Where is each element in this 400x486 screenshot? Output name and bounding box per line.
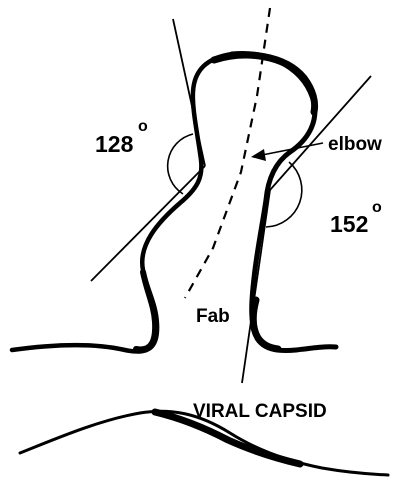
axis-line-constant-left [91, 166, 205, 281]
fab-label: Fab [196, 306, 230, 327]
angle-degree-left: o [138, 118, 148, 135]
axis-line-constant-right [242, 190, 270, 383]
angle-label-right: 152 [330, 211, 368, 237]
fab-outline-right [232, 53, 336, 350]
angle-arc-left [168, 134, 193, 194]
fab-outline-left-thick [136, 272, 155, 349]
viral-capsid-label: VIRAL CAPSID [193, 401, 327, 422]
fab-outline-right-thick [253, 300, 278, 349]
fab-outline-top-thick [214, 55, 315, 112]
angle-degree-right: o [372, 199, 382, 216]
elbow-label: elbow [328, 134, 382, 155]
axis-line-variable-left [173, 19, 205, 166]
angle-label-left: 128 [95, 131, 134, 157]
elbow-pointer-arrowhead [251, 149, 266, 161]
axis-line-variable-right [270, 76, 371, 190]
